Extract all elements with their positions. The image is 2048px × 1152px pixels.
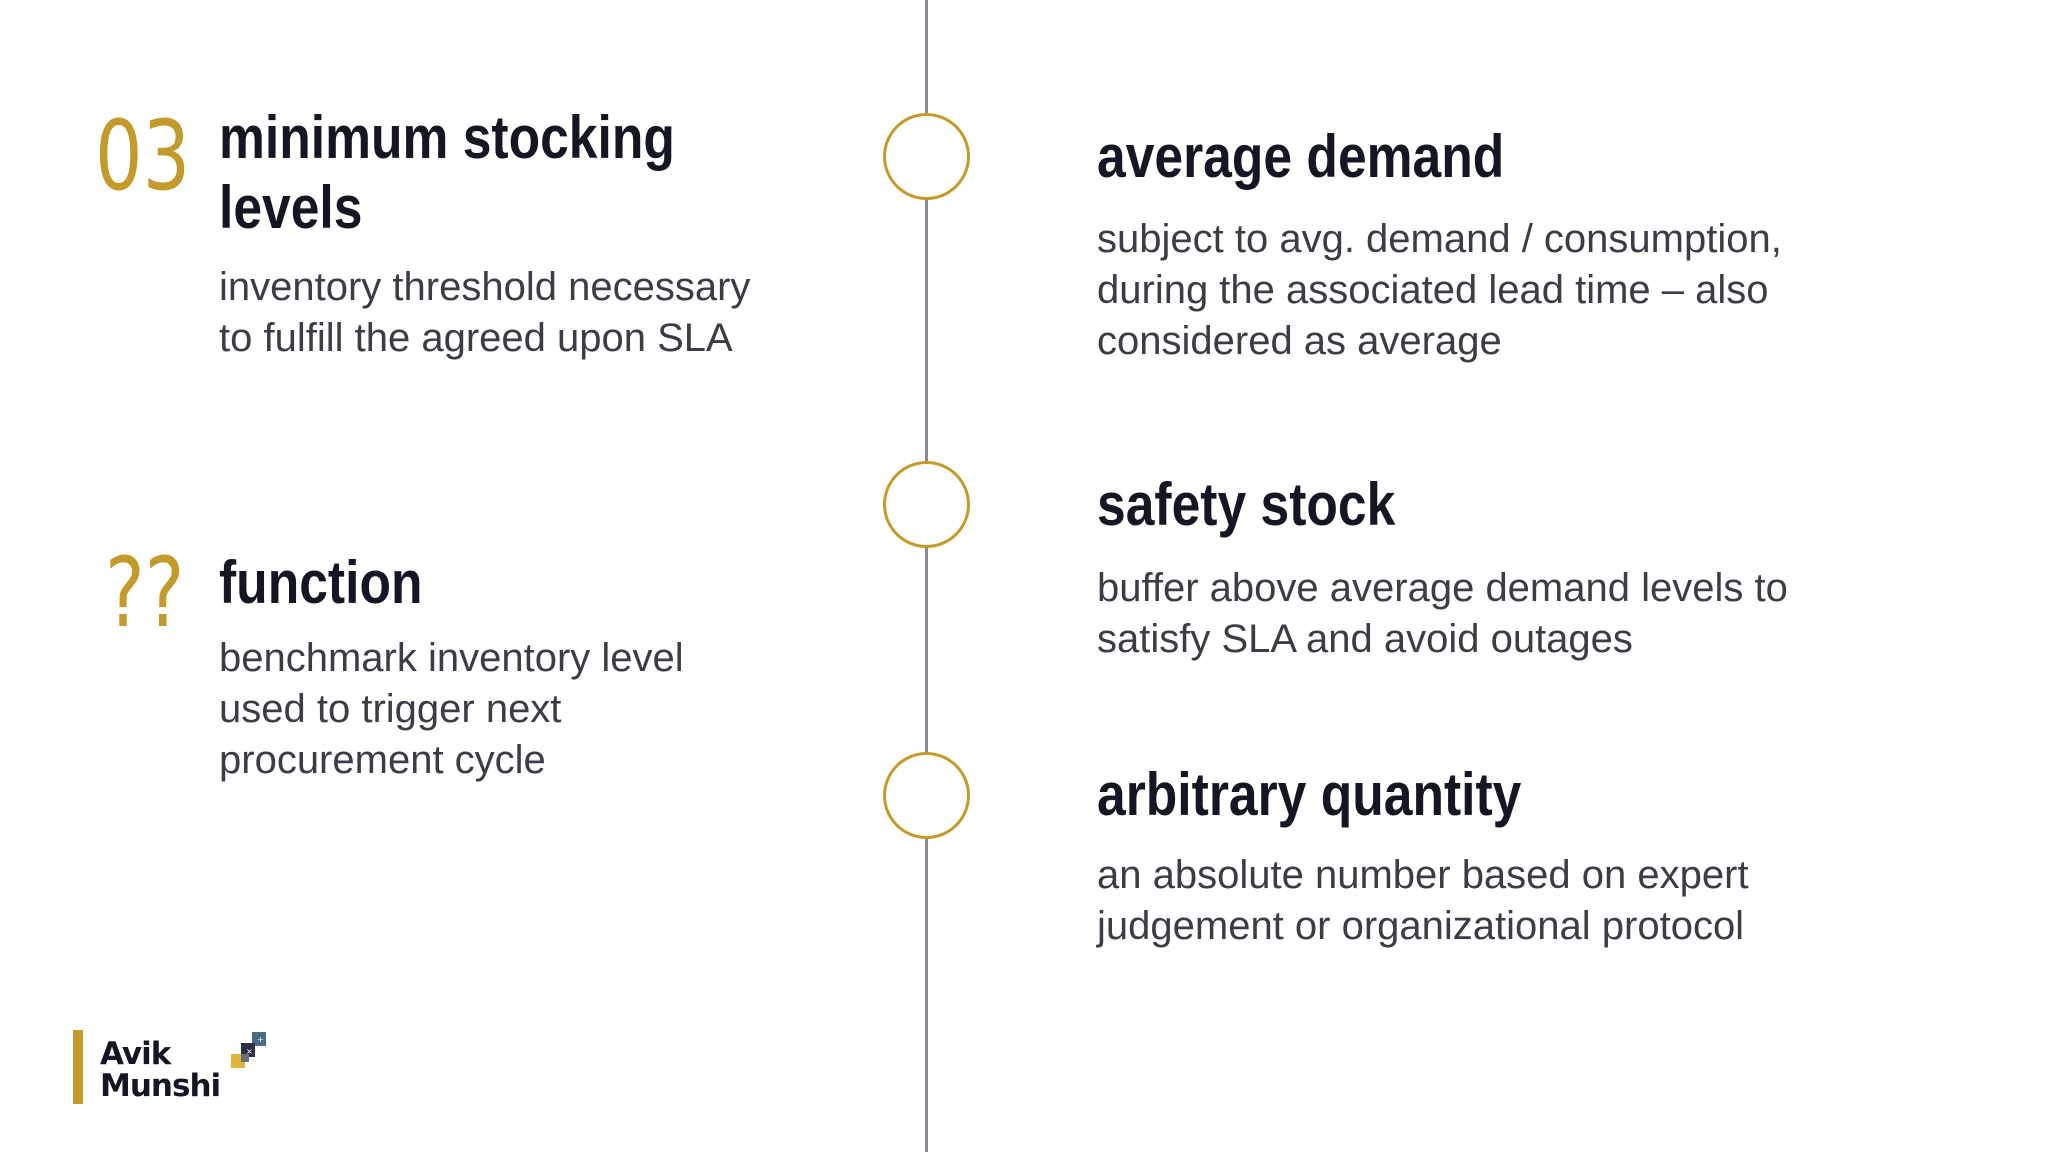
- item-description-arbitrary-quantity: an absolute number based on expert judge…: [1097, 853, 1749, 948]
- section-title: minimum stocking levels: [219, 103, 675, 243]
- item-title-arbitrary-quantity: arbitrary quantity: [1097, 761, 1522, 828]
- logo-accent-bar: [73, 1030, 83, 1104]
- item-description-average-demand: subject to avg. demand / consumption, du…: [1097, 217, 1782, 363]
- section-description: inventory threshold necessary to fulfill…: [219, 265, 751, 360]
- function-number: ??: [105, 537, 185, 649]
- section-title-line: minimum stocking: [219, 104, 675, 171]
- timeline-marker: [883, 461, 970, 548]
- logo-line: Munshi: [100, 1068, 221, 1104]
- timeline-marker: [883, 113, 970, 200]
- section-number: 03: [95, 100, 191, 212]
- logo-cubes-icon: + ×: [231, 1032, 266, 1068]
- item-description-safety-stock: buffer above average demand levels to sa…: [1097, 566, 1788, 661]
- timeline-line: [925, 0, 928, 1152]
- function-title: function: [219, 549, 423, 616]
- item-title-safety-stock: safety stock: [1097, 471, 1396, 538]
- logo-wordmark: Avik Munshi: [100, 1036, 221, 1104]
- timeline-marker: [883, 752, 970, 839]
- svg-text:×: ×: [246, 1047, 253, 1056]
- section-title-line: levels: [219, 174, 363, 241]
- brand-logo: Avik Munshi + ×: [73, 1030, 293, 1110]
- function-description: benchmark inventory level used to trigge…: [219, 636, 684, 782]
- item-title-average-demand: average demand: [1097, 123, 1505, 190]
- logo-line: Avik: [100, 1036, 171, 1072]
- svg-text:+: +: [257, 1035, 264, 1044]
